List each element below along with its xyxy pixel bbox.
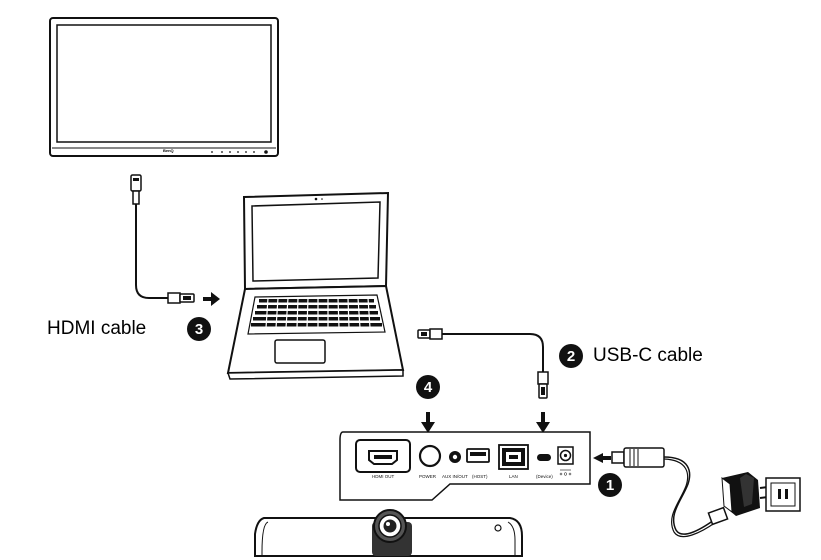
hdmi-cable bbox=[130, 174, 195, 304]
monitor bbox=[49, 17, 279, 157]
wall-outlet bbox=[765, 477, 801, 512]
monitor-buttons bbox=[211, 150, 268, 154]
hdmi-cable-label: HDMI cable bbox=[47, 318, 147, 339]
dc-arrow bbox=[593, 453, 611, 463]
laptop bbox=[226, 191, 405, 380]
usbc-arrow bbox=[536, 412, 550, 433]
monitor-brand-label: BenQ bbox=[163, 148, 174, 153]
port-label-power: POWER bbox=[419, 474, 437, 479]
usb-host-port bbox=[466, 448, 490, 463]
port-label-usb-host: (HOST) bbox=[472, 474, 488, 479]
dc-in-port bbox=[557, 446, 574, 476]
power-arrow bbox=[421, 412, 435, 433]
aux-port bbox=[449, 451, 461, 463]
hdmi-arrow bbox=[203, 292, 220, 306]
port-label-aux: AUX IN/OUT bbox=[442, 474, 468, 479]
power-button-port bbox=[418, 444, 442, 468]
hdmi-out-port bbox=[355, 439, 411, 473]
usbc-device-port bbox=[537, 454, 551, 461]
keyboard-key-gaps bbox=[265, 297, 371, 329]
port-label-usbc-device: (Device) bbox=[536, 474, 553, 479]
step-badge-4: 4 bbox=[416, 375, 440, 399]
step-badge-3: 3 bbox=[187, 317, 211, 341]
port-label-lan: LAN bbox=[509, 474, 518, 479]
step-badge-2: 2 bbox=[559, 344, 583, 368]
camera-lens bbox=[372, 509, 412, 556]
port-label-hdmi-out: HDMI OUT bbox=[372, 474, 395, 479]
step-badge-1: 1 bbox=[598, 473, 622, 497]
video-bar bbox=[254, 509, 523, 557]
power-adapter-cable bbox=[611, 447, 717, 538]
usbc-cable-label: USB-C cable bbox=[593, 345, 703, 366]
wall-adapter bbox=[707, 472, 769, 526]
keyboard-keys bbox=[251, 299, 382, 327]
port-panel bbox=[339, 431, 591, 501]
lan-port bbox=[498, 444, 529, 470]
usbc-cable bbox=[417, 328, 549, 399]
